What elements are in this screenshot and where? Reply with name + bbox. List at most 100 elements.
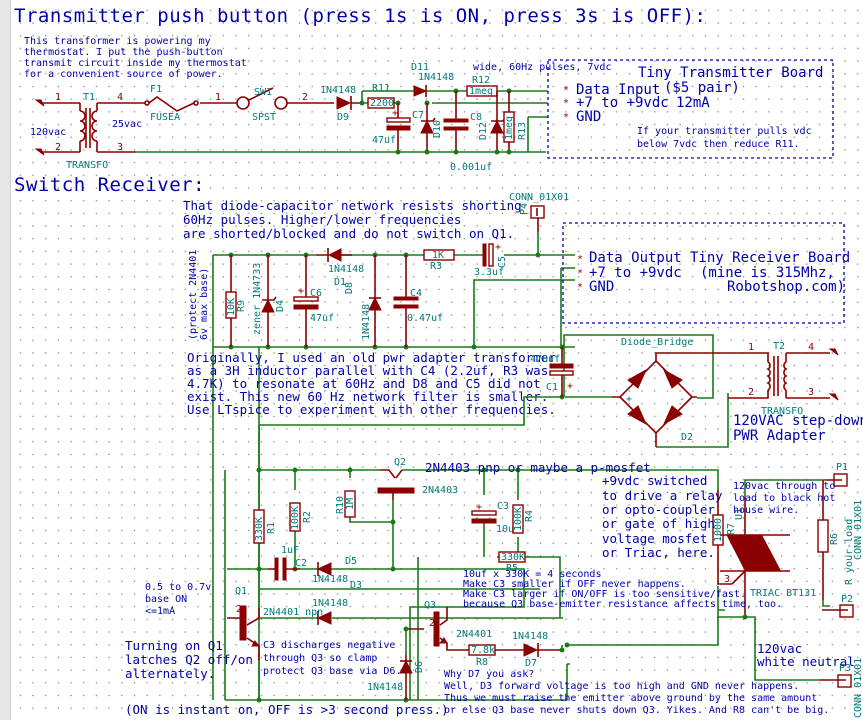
- d2-ref: D2: [681, 432, 693, 443]
- transistor-q2[interactable]: Q2 2N4403: [377, 457, 458, 500]
- r6-value: R your-load: [844, 519, 855, 585]
- pnp-note: 2N4403 pnp or maybe a p-mosfet: [425, 460, 651, 475]
- d10-ref: D10: [432, 120, 443, 138]
- r3-ref: R3: [430, 261, 442, 272]
- transformer-t1[interactable]: T1 120vac 25vac TRANSFO 12 43: [30, 92, 142, 171]
- capacitor-c4[interactable]: C4 0.47uf: [393, 255, 443, 347]
- d7-value: 1N4148: [512, 631, 548, 642]
- svg-text:1: 1: [55, 92, 61, 103]
- note-line: for a convenient source of power.: [24, 69, 223, 80]
- rx-pin-vdc: +7 to +9vdc: [589, 265, 682, 281]
- capacitor-c8[interactable]: C8 0.001uf: [443, 91, 492, 173]
- svg-text:3: 3: [117, 142, 123, 153]
- transistor-q3[interactable]: Q3 2N4401 2: [406, 600, 492, 651]
- zener-d4[interactable]: zener 1N4733 D4: [252, 255, 286, 347]
- f1-ref: F1: [150, 84, 162, 95]
- note-line: Well, D3 forward voltage is too high and…: [444, 681, 799, 692]
- c2-ref: C2: [295, 558, 307, 569]
- resistor-r13[interactable]: 1meg R13: [503, 91, 528, 152]
- t1-value: TRANSFO: [66, 160, 108, 171]
- r5-ref: R5: [506, 563, 518, 574]
- note-line: This transformer is powering my: [24, 36, 211, 47]
- resistor-r9[interactable]: 10K R9: [225, 255, 247, 347]
- note-line: Make C3 larger if ON/OFF is too sensitiv…: [463, 589, 746, 600]
- zener-d12[interactable]: D12: [478, 91, 506, 152]
- connector-p2[interactable]: P2: [822, 594, 854, 618]
- svg-text:*: *: [577, 282, 583, 293]
- connector-p1[interactable]: P1: [825, 462, 848, 487]
- zener-d10[interactable]: D10: [420, 103, 443, 152]
- filter-note: That diode-capacitor network resists sho…: [183, 198, 522, 241]
- diode-d7[interactable]: 1N4148 D7: [512, 631, 562, 669]
- triac-u1[interactable]: TRIAC BT131 U1 3: [720, 497, 816, 617]
- note-line: transmit circuit inside my thermostat: [24, 58, 247, 69]
- resistor-r8[interactable]: 7.8k R8: [460, 644, 524, 668]
- diode-d5[interactable]: D5: [316, 556, 357, 576]
- diode-d3[interactable]: D3 1N4148: [312, 580, 362, 625]
- q1-ref: Q1: [235, 586, 247, 597]
- note-line: 4.7K) to resonate at 60Hz and D8 and C5 …: [187, 376, 541, 391]
- transmitter-board: Tiny Transmitter Board ($5 pair) Data In…: [563, 65, 823, 150]
- capacitor-c3[interactable]: + C3 10uf: [471, 501, 520, 535]
- discharge-note: C3 discharges negative through Q3 so cla…: [263, 640, 401, 677]
- c7-value: 47uf: [372, 135, 396, 146]
- connector-p3[interactable]: P3: [820, 663, 852, 688]
- r4-ref: R4: [524, 510, 535, 522]
- resistor-r4[interactable]: 100K R4: [512, 504, 535, 534]
- capacitor-c6[interactable]: + C6 47uf: [293, 255, 334, 347]
- transformer-t2[interactable]: T2 TRANSFO 12 43: [713, 341, 830, 417]
- r9-value: 10K: [226, 298, 237, 316]
- r2-ref: R2: [302, 511, 313, 523]
- diode-d1[interactable]: 1N4148 D1: [316, 248, 364, 288]
- svg-text:1: 1: [748, 342, 754, 353]
- p1-ref: P1: [836, 462, 848, 473]
- t2-ref: T2: [773, 341, 785, 352]
- switched-note: +9vdc switched to drive a relay or opto-…: [602, 473, 723, 560]
- svg-text:-: -: [679, 394, 685, 405]
- svg-text:4: 4: [117, 92, 123, 103]
- fuse-f1[interactable]: F1 FUSEA: [136, 84, 206, 123]
- c1-value: 470uf: [530, 354, 560, 365]
- c3-value: 10uf: [496, 524, 520, 535]
- diode-d6[interactable]: D6 1N4148: [367, 655, 425, 700]
- rx-pin-gnd: GND: [589, 279, 614, 295]
- resistor-r3[interactable]: 1K R3: [423, 249, 455, 272]
- r2-value: 100K: [290, 506, 301, 530]
- p4-ref: P4: [519, 203, 530, 215]
- diode-d8[interactable]: D8 1N4148: [344, 255, 382, 347]
- diode-bridge-d2[interactable]: Diode_Bridge D2 +-: [612, 337, 713, 447]
- r7-ref: R7: [726, 523, 737, 535]
- resistor-r2[interactable]: 100K R2: [289, 502, 313, 532]
- c1-ref: C1: [546, 382, 558, 393]
- resistor-r10[interactable]: 1M R10: [335, 490, 356, 518]
- r3-value: 1K: [432, 250, 444, 261]
- tx-pin-gnd: GND: [576, 109, 601, 125]
- resistor-r7[interactable]: 1000 R7: [712, 490, 737, 585]
- connector-p4[interactable]: CONN_01X01 P4: [509, 192, 569, 232]
- rx-pin-data-output: Data Output: [589, 250, 682, 266]
- transmitter-title: Transmitter push button (press 1s is ON,…: [14, 5, 706, 27]
- diode-d9[interactable]: 1N4148 D9: [320, 85, 362, 123]
- capacitor-c1[interactable]: + 470uf C1: [530, 347, 574, 397]
- capacitor-c5[interactable]: + 3.3uf C5: [474, 242, 508, 278]
- resistor-r1[interactable]: 330K R1: [253, 509, 277, 544]
- resistor-r6[interactable]: R6 R your-load: [817, 480, 855, 600]
- note-line: alternately.: [125, 666, 215, 681]
- capacitor-c2[interactable]: 1uF C2: [268, 545, 307, 581]
- adapter-note: 120VAC step-down PWR Adapter: [733, 413, 863, 444]
- capacitor-c7[interactable]: + C7 47uf: [372, 103, 424, 152]
- t1-primary-label: 120vac: [30, 127, 66, 138]
- note-line: Why D7 you ask?: [444, 669, 534, 680]
- f1-value: FUSEA: [150, 112, 180, 123]
- power-input-arrow-icon: [828, 348, 839, 401]
- transformer-note: This transformer is powering my thermost…: [24, 36, 247, 80]
- transistor-q1[interactable]: Q1 2N4401 npn 2: [227, 586, 323, 660]
- note-line: 120vac: [757, 641, 802, 656]
- d2-value: Diode_Bridge: [621, 337, 693, 348]
- resistor-r12[interactable]: 1meg R12: [466, 75, 498, 97]
- note-line: exist. This new 60 Hz network filter is …: [187, 389, 548, 404]
- resistor-r5[interactable]: 330K R5: [498, 551, 526, 574]
- resistor-r11[interactable]: 2200 R11: [367, 83, 395, 109]
- diode-d11[interactable]: D11 1N4148: [411, 62, 454, 97]
